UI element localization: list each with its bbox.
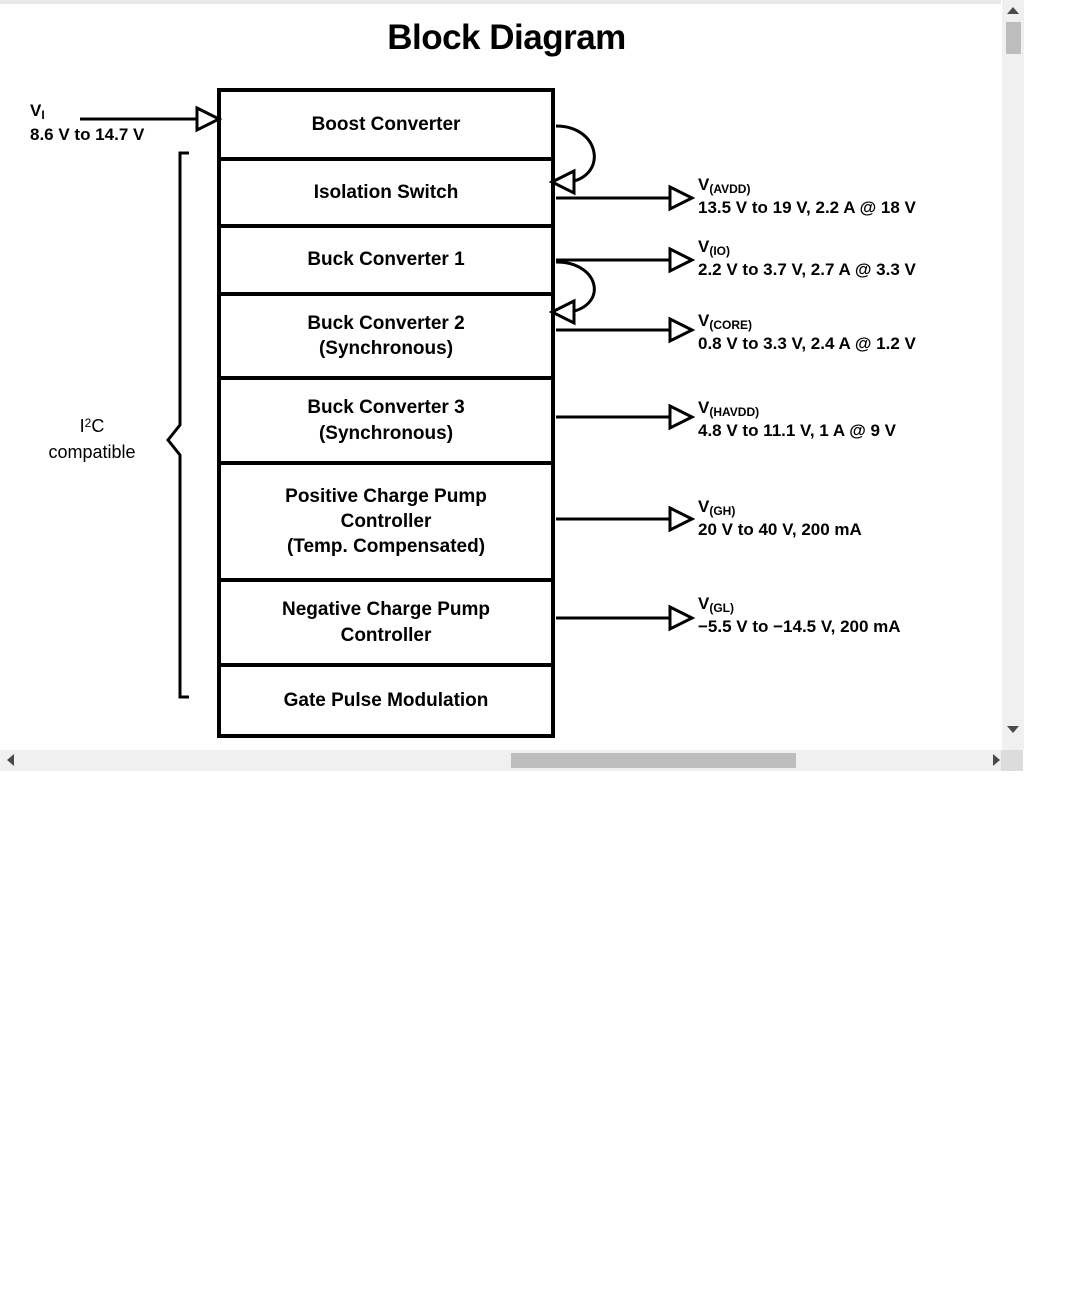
scroll-right-arrow[interactable] (993, 754, 1000, 766)
block-label: Negative Charge Pump (282, 599, 490, 621)
block-label-sub: (Synchronous) (318, 422, 454, 444)
output-spec: 2.2 V to 3.7 V, 2.7 A @ 3.3 V (698, 260, 916, 280)
output-symbol: V (698, 497, 710, 516)
viewport-top-edge (0, 0, 1013, 4)
output-symbol: V (698, 175, 710, 194)
output-symbol: V (698, 594, 710, 613)
block-label-sub: Controller (340, 510, 432, 532)
input-voltage-subscript: I (41, 108, 45, 122)
feedback-arrowhead-buck2 (548, 298, 576, 326)
block-isolation-switch[interactable]: Isolation Switch (221, 161, 551, 228)
block-diagram-figure: Block Diagram VI 8.6 V to 14.7 V I2C com… (22, 18, 916, 738)
horizontal-scrollbar[interactable] (0, 750, 1013, 771)
output-symbol: V (698, 311, 710, 330)
output-subscript: (IO) (709, 244, 731, 258)
page-title: Block Diagram (387, 18, 626, 57)
input-arrowhead (195, 105, 223, 133)
output-label-core: V(CORE) 0.8 V to 3.3 V, 2.4 A @ 1.2 V (698, 310, 916, 356)
block-label-sub2: (Temp. Compensated) (286, 536, 486, 558)
output-label-gl: V(GL) −5.5 V to −14.5 V, 200 mA (698, 593, 901, 639)
block-label-sub: (Synchronous) (318, 338, 454, 359)
block-label-sub: Controller (340, 624, 432, 646)
block-label: Boost Converter (311, 113, 461, 135)
scrollbar-corner (1001, 750, 1023, 771)
scroll-up-arrow[interactable] (1007, 7, 1019, 14)
output-spec: 20 V to 40 V, 200 mA (698, 520, 862, 540)
block-label: Isolation Switch (313, 181, 459, 203)
i2c-label-superscript: 2 (84, 416, 92, 430)
i2c-bus-label: I2C compatible (22, 413, 162, 465)
feedback-arc-buck1-to-buck2 (555, 260, 596, 314)
block-stack: Boost Converter Isolation Switch Buck Co… (217, 88, 555, 738)
scroll-down-arrow[interactable] (1007, 726, 1019, 733)
output-label-havdd: V(HAVDD) 4.8 V to 11.1 V, 1 A @ 9 V (698, 397, 896, 443)
output-label-gh: V(GH) 20 V to 40 V, 200 mA (698, 496, 862, 542)
output-subscript: (GH) (709, 504, 736, 518)
block-label: Buck Converter 1 (307, 249, 465, 271)
output-arrowhead-io (668, 246, 696, 274)
output-arrowhead-core (668, 316, 696, 344)
block-boost-converter[interactable]: Boost Converter (221, 92, 551, 161)
output-spec: −5.5 V to −14.5 V, 200 mA (698, 617, 901, 637)
block-label: Buck Converter 3 (307, 397, 465, 419)
feedback-arrowhead-isolation (548, 168, 576, 196)
block-label: Buck Converter 2 (307, 312, 465, 334)
output-symbol: V (698, 398, 710, 417)
output-arrowhead-gl (668, 604, 696, 632)
i2c-label-line2: compatible (48, 442, 136, 463)
output-symbol: V (698, 237, 710, 256)
output-subscript: (AVDD) (709, 182, 751, 196)
output-spec: 4.8 V to 11.1 V, 1 A @ 9 V (698, 421, 897, 441)
vertical-scrollbar[interactable] (1001, 0, 1024, 750)
i2c-label-name: I (79, 416, 85, 436)
document-viewport[interactable]: Block Diagram VI 8.6 V to 14.7 V I2C com… (0, 0, 1013, 750)
output-spec: 0.8 V to 3.3 V, 2.4 A @ 1.2 V (698, 334, 916, 354)
feedback-arc-boost-to-isolation (555, 124, 596, 184)
block-label: Positive Charge Pump (285, 485, 487, 507)
i2c-bracket (166, 151, 189, 699)
block-label: Gate Pulse Modulation (283, 689, 489, 711)
block-buck-converter-3[interactable]: Buck Converter 3 (Synchronous) (221, 380, 551, 465)
output-subscript: (GL) (709, 601, 734, 615)
input-voltage-range: 8.6 V to 14.7 V (30, 124, 145, 144)
block-buck-converter-1[interactable]: Buck Converter 1 (221, 228, 551, 296)
scroll-thumb-vertical[interactable] (1006, 22, 1021, 54)
input-voltage-symbol: V (30, 101, 42, 120)
i2c-label-name-tail: C (91, 416, 105, 436)
output-label-io: V(IO) 2.2 V to 3.7 V, 2.7 A @ 3.3 V (698, 236, 916, 282)
scroll-left-arrow[interactable] (7, 754, 14, 766)
block-gate-pulse-modulation[interactable]: Gate Pulse Modulation (221, 667, 551, 734)
block-buck-converter-2[interactable]: Buck Converter 2 (Synchronous) (221, 296, 551, 380)
output-arrowhead-avdd (668, 184, 696, 212)
scroll-thumb-horizontal[interactable] (511, 753, 796, 768)
output-label-avdd: V(AVDD) 13.5 V to 19 V, 2.2 A @ 18 V (698, 174, 916, 220)
output-subscript: (CORE) (709, 318, 753, 332)
output-arrowhead-havdd (668, 403, 696, 431)
output-subscript: (HAVDD) (709, 405, 760, 419)
output-spec: 13.5 V to 19 V, 2.2 A @ 18 V (698, 198, 916, 218)
input-voltage-label: VI 8.6 V to 14.7 V (30, 100, 144, 146)
output-arrowhead-gh (668, 505, 696, 533)
